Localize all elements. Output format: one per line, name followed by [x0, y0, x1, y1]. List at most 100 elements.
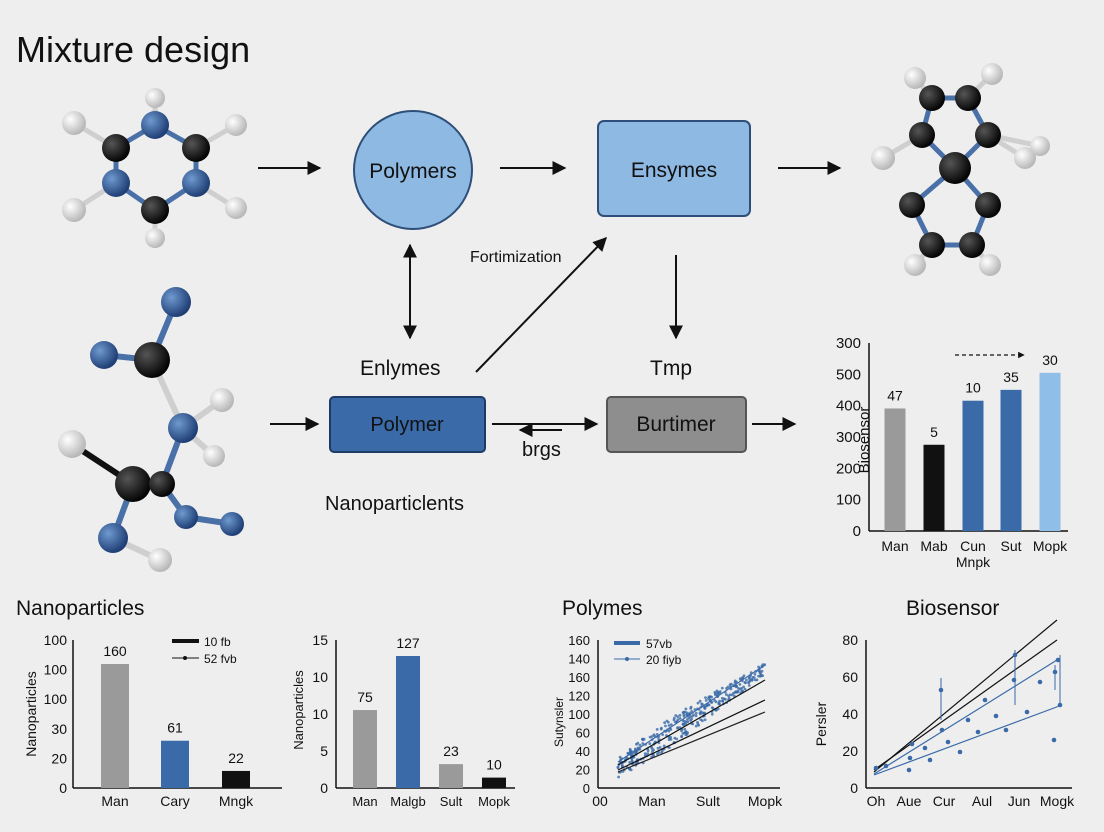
- nanoparticles-xtick: Cary: [160, 793, 190, 809]
- polymes-ytick: 160: [568, 633, 590, 648]
- nanoparticles-2-bar: [396, 656, 420, 788]
- polymes-point: [652, 733, 656, 737]
- polymes-point: [628, 761, 631, 764]
- biosensor-point: [1011, 677, 1017, 683]
- biosensor-point: [883, 763, 889, 769]
- polymes-point: [626, 751, 630, 755]
- polymes-point: [734, 690, 738, 693]
- nanoparticles-2-bar: [439, 764, 463, 788]
- polymes-point: [729, 682, 733, 686]
- nanoparticles-xtick: Man: [101, 793, 128, 809]
- polymes-point: [751, 676, 755, 679]
- polymes-point: [694, 711, 698, 715]
- nanoparticles-2-xtick: Man: [352, 794, 377, 809]
- polymes-point: [753, 672, 757, 676]
- biosensor-point: [1024, 709, 1030, 715]
- polymes-trend-line: [617, 699, 766, 771]
- polymes-point: [720, 686, 724, 690]
- biosensor-ytick: 100: [836, 492, 861, 509]
- nanoparticles-2-ytick: 15: [312, 632, 328, 648]
- nanoparticles-2-ytick: 10: [312, 669, 328, 685]
- polymers-label: Polymers: [369, 160, 457, 183]
- nanoparticlents-label: Nanoparticlents: [325, 493, 464, 515]
- polymes-point: [680, 735, 683, 739]
- polymes-point: [662, 744, 666, 748]
- nanoparticles-legend: 10 fb 52 fvb: [172, 635, 237, 666]
- legend-entry-1: 10 fb: [204, 635, 231, 649]
- polymes-point: [690, 717, 693, 721]
- biosensor-scatter-xtick: Aue: [897, 793, 922, 809]
- polymes-point: [646, 752, 650, 756]
- nanoparticles-ytick: 100: [44, 662, 68, 678]
- polymes-point: [663, 721, 666, 725]
- nanoparticles-2-ytick: 10: [312, 706, 328, 722]
- biosensor-xtick: Man: [881, 538, 908, 554]
- polymes-point: [698, 699, 702, 703]
- nanoparticles-2-xtick: Sult: [440, 794, 463, 809]
- polymes-point: [743, 681, 747, 684]
- polymes-point: [742, 674, 746, 678]
- polymes-point: [678, 713, 682, 717]
- biosensor-point: [993, 713, 999, 719]
- brgs-label: brgs: [522, 439, 561, 461]
- polymes-point: [698, 711, 702, 715]
- polymes-point: [694, 724, 698, 728]
- polymes-point: [684, 707, 688, 711]
- nanoparticles-ytick: 20: [51, 750, 67, 766]
- polymes-point: [641, 742, 645, 745]
- polymes-point: [680, 729, 683, 733]
- nanoparticles-bar: [101, 664, 129, 788]
- polymes-trend-line: [617, 664, 766, 763]
- biosensor-data-label: 5: [930, 424, 938, 440]
- biosensor-point: [922, 745, 928, 751]
- biosensor-bar: [1039, 372, 1061, 531]
- polymes-trend-line: [617, 679, 766, 766]
- polymes-legend: 57vb 20 fiyb: [614, 637, 682, 667]
- biosensor-xtick: Cun: [960, 538, 986, 554]
- polymes-point: [688, 715, 692, 719]
- polymes-point: [678, 717, 682, 720]
- nanoparticles-ytick: 30: [51, 721, 67, 737]
- polymes-point: [699, 718, 703, 721]
- nanoparticles-2-ytick: 5: [320, 743, 328, 759]
- biosensor-point: [982, 697, 988, 703]
- nanoparticles-ytick: 100: [44, 632, 68, 648]
- polymes-point: [730, 693, 734, 697]
- polymes-point: [635, 742, 638, 746]
- polymes-point: [696, 701, 700, 705]
- biosensor-point: [945, 739, 951, 745]
- polymes-legend-2: 20 fiyb: [646, 653, 682, 667]
- biosensor-point: [957, 749, 963, 755]
- polymes-ytick: 160: [568, 670, 590, 685]
- polymes-point: [661, 733, 664, 736]
- biosensor-scatter-ylabel: Persler: [813, 701, 829, 746]
- polymes-point: [713, 699, 716, 702]
- nanoparticles-bar: [222, 770, 250, 788]
- biosensor-point: [907, 755, 913, 761]
- polymes-point: [707, 703, 711, 707]
- biosensor-point: [906, 767, 912, 773]
- polymes-point: [682, 723, 685, 727]
- polymes-point: [715, 689, 719, 693]
- enlymes-label: Enlymes: [360, 357, 441, 380]
- molecule-top-right: [871, 63, 1050, 276]
- polymes-legend-1: 57vb: [646, 637, 672, 651]
- polymes-ytick: 60: [576, 726, 590, 741]
- biosensor-scatter-xtick: Aul: [972, 793, 992, 809]
- polymes-point: [743, 687, 747, 691]
- polymes-point: [669, 723, 673, 726]
- polymes-point: [745, 678, 748, 682]
- nanoparticles-2-xtick: Malgb: [390, 794, 425, 809]
- polymes-trend-line: [617, 711, 766, 773]
- biosensor-bar: [923, 444, 945, 531]
- nanoparticles-title: Nanoparticles: [16, 597, 144, 620]
- molecule-top-left: [62, 88, 247, 248]
- polymes-ytick: 20: [576, 763, 590, 778]
- polymes-point: [718, 699, 721, 703]
- polymes-point: [700, 702, 704, 706]
- polymes-point: [685, 711, 688, 714]
- polymes-point: [686, 731, 689, 735]
- biosensor-point: [927, 757, 933, 763]
